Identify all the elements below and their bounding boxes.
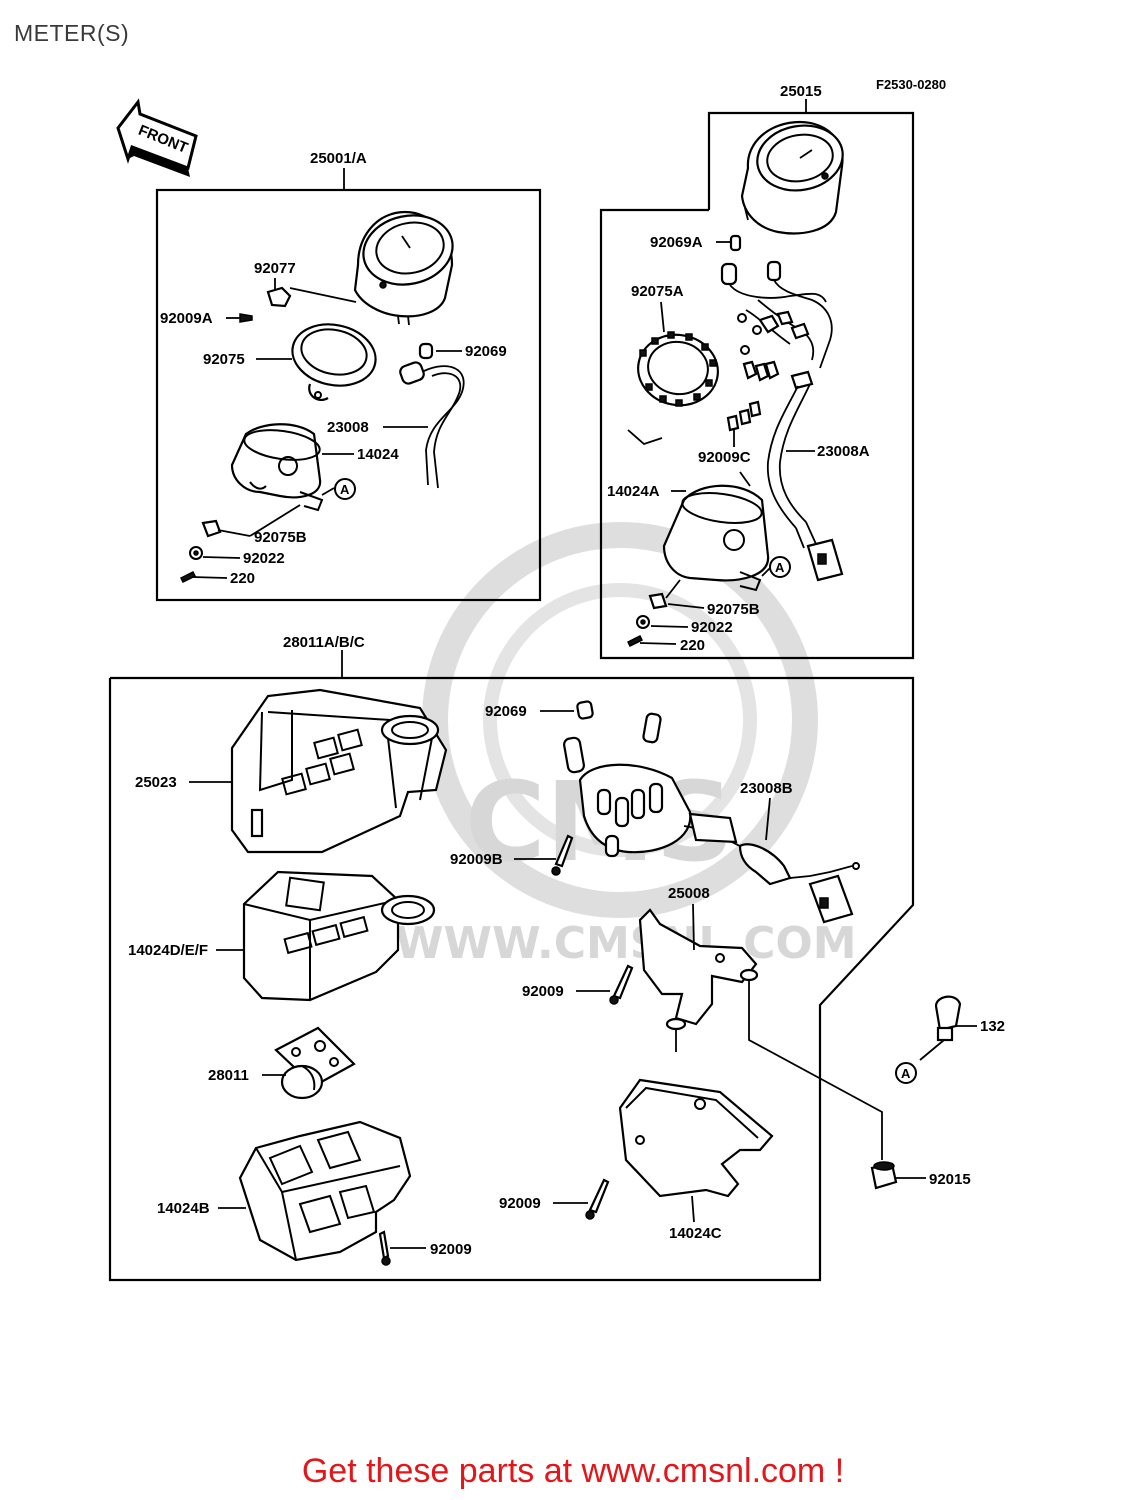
label-220-right: 220 (680, 637, 705, 654)
speedometer-ring-92075 (291, 323, 377, 401)
parts-diagram: CMS WWW.CMSNL.COM F2530-0280 FRONT 25001… (108, 77, 1005, 1282)
group-speedometer: 25001/A 92077 92009A 92075 (155, 150, 542, 602)
label-14024C: 14024C (669, 1225, 722, 1242)
label-92075B-right: 92075B (707, 601, 760, 618)
label-23008: 23008 (327, 419, 369, 436)
group-label-tachometer: 25015 (780, 83, 822, 100)
label-132: 132 (980, 1018, 1005, 1035)
label-92069: 92069 (465, 343, 507, 360)
label-25023: 25023 (135, 774, 177, 791)
lower-cover-14024B (238, 1120, 412, 1262)
label-14024DEF: 14024D/E/F (128, 942, 208, 959)
label-92009C: 92009C (698, 449, 751, 466)
upper-cover-25023 (230, 688, 448, 854)
tachometer-sockets (720, 260, 833, 382)
group-instrument-panel: 28011A/B/C 25023 92069 (108, 634, 915, 1282)
label-25008: 25008 (668, 885, 710, 902)
label-92022-left: 92022 (243, 550, 285, 567)
label-92009-bottom: 92009 (430, 1241, 472, 1258)
group-label-speedometer: 25001/A (310, 150, 367, 167)
label-23008A: 23008A (817, 443, 870, 460)
screws-92009C (726, 400, 762, 432)
promo-banner-link[interactable]: Get these parts at www.cmsnl.com ! (301, 1452, 845, 1490)
cover-14024C (618, 1078, 774, 1198)
label-92009B: 92009B (450, 851, 503, 868)
label-92069-panel: 92069 (485, 703, 527, 720)
speedometer-meter (353, 210, 454, 326)
group-tachometer: 25015 92069A (599, 83, 915, 660)
label-92069A: 92069A (650, 234, 703, 251)
drawing-code: F2530-0280 (876, 77, 946, 92)
group-label-panel: 28011A/B/C (283, 634, 365, 651)
label-14024: 14024 (357, 446, 399, 463)
label-14024B: 14024B (157, 1200, 210, 1217)
harness-23008 (399, 361, 465, 489)
page-title: METER(S) (14, 20, 130, 46)
label-23008B: 23008B (740, 780, 793, 797)
bulb-132 (919, 995, 962, 1061)
label-220-left: 220 (230, 570, 255, 587)
front-arrow: FRONT (116, 98, 198, 177)
label-92075: 92075 (203, 351, 245, 368)
label-92009-cover: 92009 (499, 1195, 541, 1212)
label-92075A: 92075A (631, 283, 684, 300)
label-92009-bracket: 92009 (522, 983, 564, 1000)
label-92009A: 92009A (160, 310, 213, 327)
harness-23008A (767, 370, 844, 582)
switch-28011 (274, 1026, 356, 1100)
label-92075B: 92075B (254, 529, 307, 546)
grommet-92015 (870, 1161, 898, 1190)
tachometer-ring-92075A (637, 331, 719, 407)
label-14024A: 14024A (607, 483, 660, 500)
lower-case-14024DEF (242, 870, 436, 1002)
label-28011: 28011 (208, 1067, 249, 1084)
harness-23008B (563, 712, 860, 924)
speedometer-case-14024 (230, 423, 324, 512)
label-92077: 92077 (254, 260, 296, 277)
label-92015: 92015 (929, 1171, 971, 1188)
tachometer-meter (740, 120, 844, 235)
ref-a-left: A (340, 482, 350, 497)
watermark-text: WWW.CMSNL.COM (395, 918, 857, 969)
tachometer-case-14024A (662, 484, 770, 592)
ref-a-right: A (775, 560, 785, 575)
label-92022-right: 92022 (691, 619, 733, 636)
ref-a-bulb: A (901, 1066, 911, 1081)
bracket-25008 (638, 908, 759, 1052)
